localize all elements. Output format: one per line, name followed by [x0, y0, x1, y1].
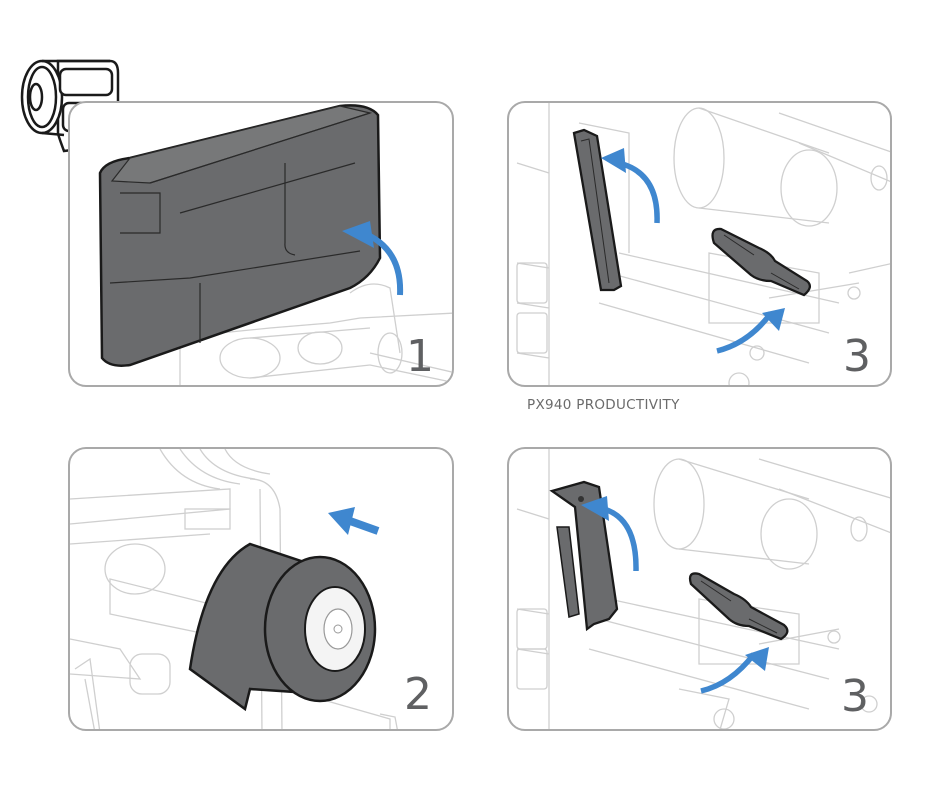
step-3-panel-a: 3	[507, 101, 892, 387]
media-cover	[98, 104, 382, 367]
step-number: 2	[404, 669, 432, 720]
step-1-illustration	[98, 104, 452, 385]
lift-arrow-icon	[342, 221, 404, 296]
rotate-arrow-icon	[601, 148, 785, 354]
step-1-panel: 1	[68, 101, 454, 387]
printhead-assembly	[549, 480, 619, 632]
printhead-lever	[688, 572, 789, 641]
ribbon-roll	[188, 542, 377, 712]
step-3-panel-b: 3	[507, 447, 892, 731]
model-caption: PX940 PRODUCTIVITY	[527, 397, 680, 413]
step-number: 3	[841, 671, 869, 722]
step-3a-illustration	[516, 103, 890, 385]
push-arrow-icon	[328, 507, 380, 535]
step-2-panel: 2	[68, 447, 454, 731]
printhead-lever	[711, 227, 812, 297]
step-number: 3	[843, 331, 871, 382]
step-number: 1	[406, 331, 434, 382]
step-3b-illustration	[516, 449, 890, 729]
printhead-bracket	[572, 128, 623, 292]
rotate-arrow-icon	[581, 496, 769, 694]
step-2-illustration	[70, 449, 398, 729]
